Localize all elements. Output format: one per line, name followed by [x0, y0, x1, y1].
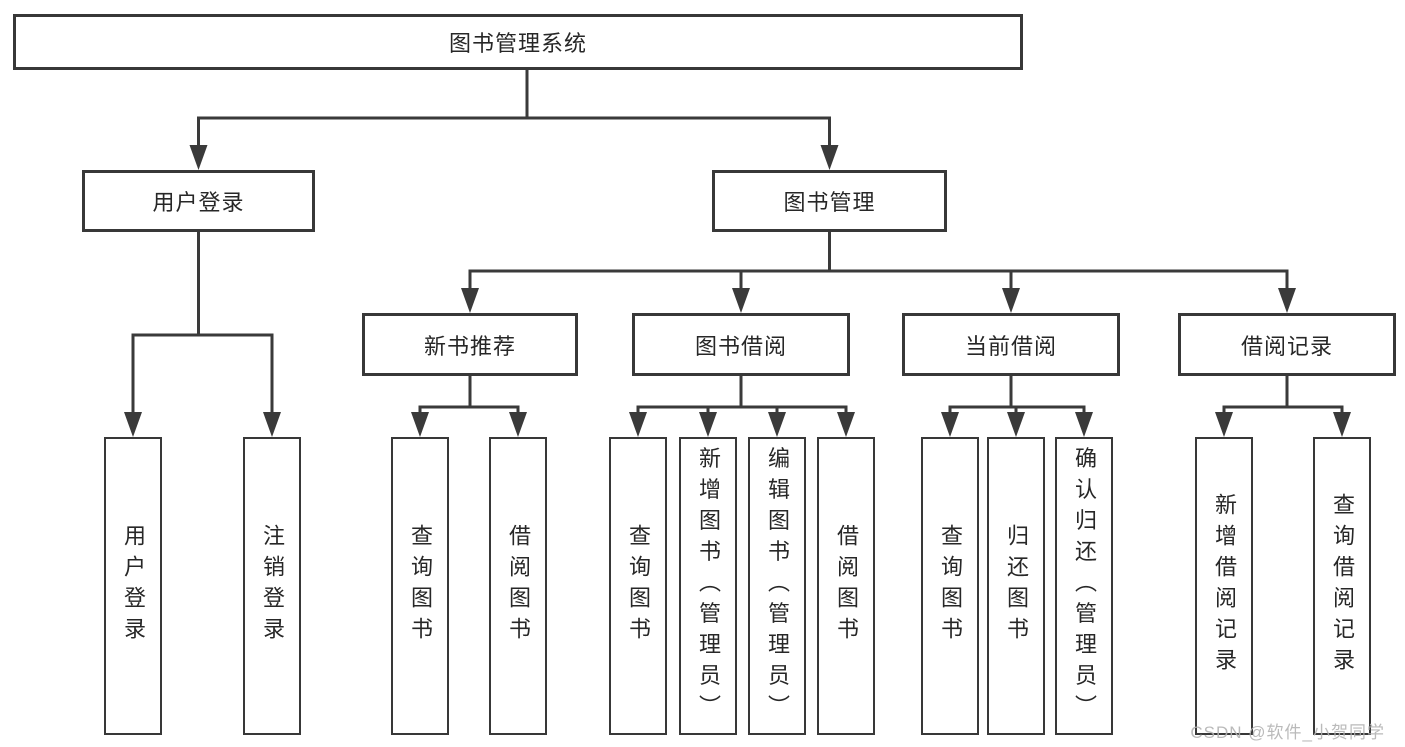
node-root-label: 图书管理系统	[448, 31, 587, 56]
new-book-connector	[411, 376, 527, 437]
node-new-book-recommend-label: 新书推荐	[423, 333, 516, 359]
csdn-watermark: CSDN @软件_小贺同学	[1190, 723, 1385, 742]
leaf-bb-borrow-book-label: 借阅图书	[834, 524, 859, 648]
leaf-cb-query-book: 查询图书	[921, 437, 979, 735]
leaf-user-login-label: 用户登录	[121, 524, 146, 648]
node-user-login: 用户登录	[82, 170, 315, 232]
node-user-login-label: 用户登录	[152, 190, 245, 215]
leaf-cb-confirm-return-admin-label: 确认归还（管理员）	[1072, 446, 1097, 726]
leaf-br-add-record: 新增借阅记录	[1195, 437, 1253, 735]
node-borrowing-records: 借阅记录	[1178, 313, 1396, 376]
leaf-bb-add-book-admin-label: 新增图书（管理员）	[696, 446, 721, 726]
node-current-borrowing: 当前借阅	[902, 313, 1120, 376]
leaf-user-login: 用户登录	[104, 437, 162, 735]
leaf-br-query-record: 查询借阅记录	[1313, 437, 1371, 735]
node-current-borrowing-label: 当前借阅	[964, 333, 1057, 359]
node-book-management: 图书管理	[712, 170, 947, 232]
leaf-bb-edit-book-admin: 编辑图书（管理员）	[748, 437, 806, 735]
leaf-nb-query-book: 查询图书	[391, 437, 449, 735]
leaf-bb-borrow-book: 借阅图书	[817, 437, 875, 735]
leaf-cb-return-book: 归还图书	[987, 437, 1045, 735]
borrow-record-connector	[1215, 376, 1351, 437]
leaf-logout-login: 注销登录	[243, 437, 301, 735]
leaf-br-add-record-label: 新增借阅记录	[1212, 493, 1237, 679]
leaf-br-query-record-label: 查询借阅记录	[1330, 493, 1355, 679]
node-new-book-recommend: 新书推荐	[362, 313, 578, 376]
leaf-bb-add-book-admin: 新增图书（管理员）	[679, 437, 737, 735]
book-borrow-connector	[629, 376, 855, 437]
root-to-level1-connector	[189, 70, 839, 170]
leaf-nb-query-book-label: 查询图书	[408, 524, 433, 648]
leaf-cb-query-book-label: 查询图书	[938, 524, 963, 648]
user-login-connector	[124, 232, 281, 437]
leaf-bb-query-book-label: 查询图书	[626, 524, 651, 648]
node-root: 图书管理系统	[13, 14, 1023, 70]
leaf-nb-borrow-book: 借阅图书	[489, 437, 547, 735]
leaf-logout-login-label: 注销登录	[260, 524, 285, 648]
leaf-cb-return-book-label: 归还图书	[1004, 524, 1029, 648]
node-book-management-label: 图书管理	[783, 190, 876, 215]
node-book-borrowing: 图书借阅	[632, 313, 850, 376]
book-mgmt-connector	[461, 232, 1296, 313]
node-book-borrowing-label: 图书借阅	[694, 333, 787, 359]
current-borrow-connector	[941, 376, 1093, 437]
leaf-bb-query-book: 查询图书	[609, 437, 667, 735]
node-borrowing-records-label: 借阅记录	[1240, 333, 1333, 359]
leaf-nb-borrow-book-label: 借阅图书	[506, 524, 531, 648]
leaf-bb-edit-book-admin-label: 编辑图书（管理员）	[765, 446, 790, 726]
leaf-cb-confirm-return-admin: 确认归还（管理员）	[1055, 437, 1113, 735]
